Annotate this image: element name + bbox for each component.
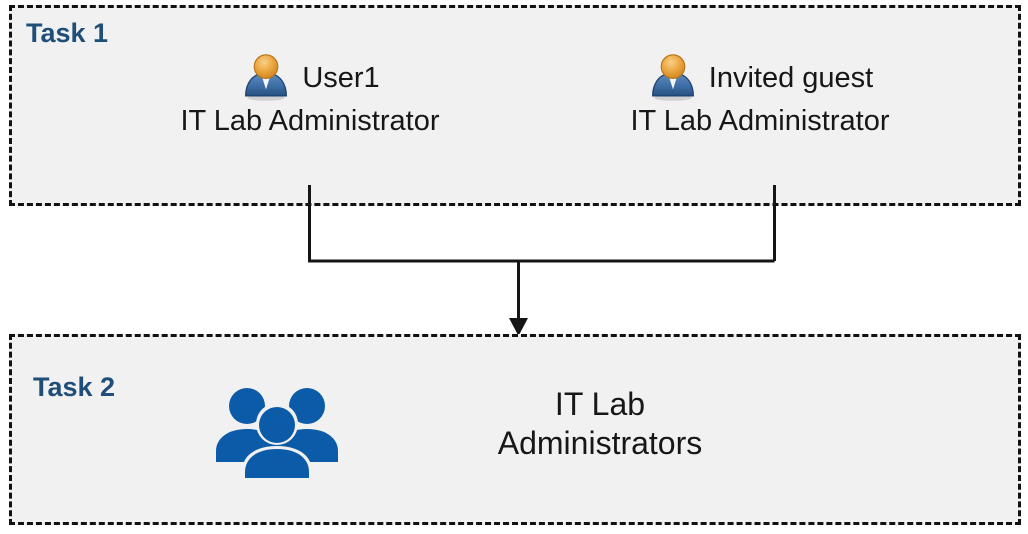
person-invited-guest: Invited guest IT Lab Administrator bbox=[560, 52, 960, 138]
task2-box bbox=[9, 334, 1021, 525]
task1-label: Task 1 bbox=[26, 18, 109, 48]
task1-box bbox=[9, 5, 1021, 206]
user-icon bbox=[240, 52, 292, 104]
person-user1-name: User1 bbox=[302, 61, 380, 94]
person-invited-guest-role: IT Lab Administrator bbox=[630, 105, 890, 137]
group-name: IT Lab Administrators bbox=[400, 385, 800, 463]
person-user1-header: User1 bbox=[130, 52, 490, 104]
group-name-line1: IT Lab bbox=[554, 386, 646, 422]
person-invited-guest-header: Invited guest bbox=[560, 52, 960, 104]
person-user1-role: IT Lab Administrator bbox=[180, 105, 440, 137]
user-icon bbox=[647, 52, 699, 104]
person-user1: User1 IT Lab Administrator bbox=[130, 52, 490, 138]
people-group-icon bbox=[207, 383, 347, 481]
person-invited-guest-name: Invited guest bbox=[708, 61, 874, 94]
task2-label: Task 2 bbox=[33, 372, 116, 402]
group-name-line2: Administrators bbox=[497, 425, 703, 462]
